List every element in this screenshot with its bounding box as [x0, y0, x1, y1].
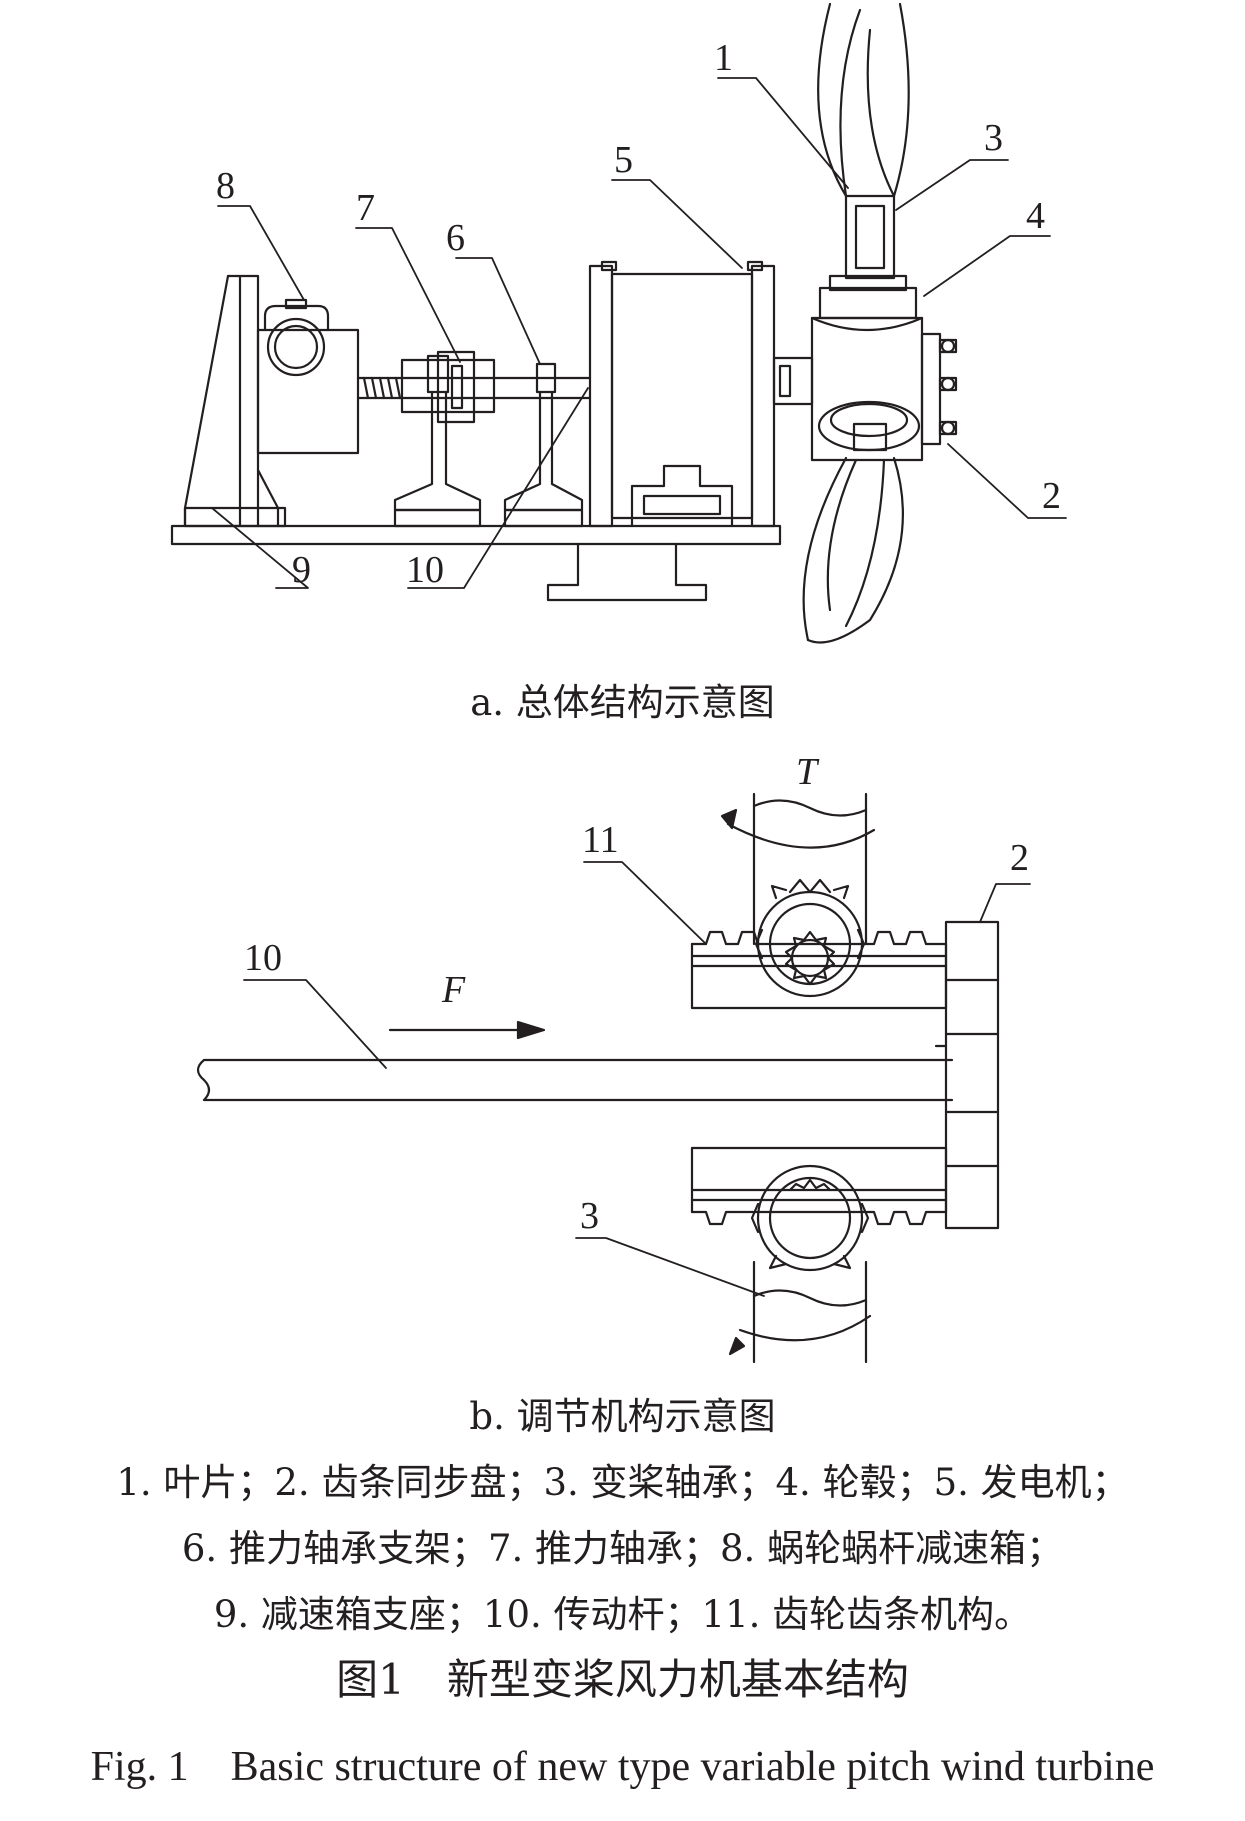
- gearbox-support: [183, 274, 287, 528]
- torque-arrow-top: [720, 808, 876, 849]
- worm-gearbox: [256, 298, 360, 455]
- upper-gear: [752, 792, 868, 998]
- blade-lower: [802, 456, 904, 644]
- base-pedestal: [546, 542, 708, 602]
- callout-b-10: 10: [244, 937, 282, 979]
- callout-a-6: 6: [446, 217, 465, 259]
- figure-title-cn: 图1 新型变桨风力机基本结构: [336, 1655, 909, 1704]
- hub: [810, 316, 958, 462]
- torque-arrow-bottom: [728, 1314, 872, 1356]
- pitch-ring-bottom: [817, 400, 921, 452]
- callout-a-2: 2: [1042, 475, 1061, 517]
- torque-label: T: [796, 751, 820, 793]
- callout-a-8: 8: [216, 165, 235, 207]
- caption-b: b. 调节机构示意图: [469, 1395, 776, 1438]
- legend-line-3: 9. 减速箱支座；10. 传动杆；11. 齿轮齿条机构。: [213, 1593, 1032, 1636]
- caption-a: a. 总体结构示意图: [470, 681, 775, 724]
- drive-rod: [196, 1058, 954, 1102]
- callout-a-3: 3: [984, 117, 1003, 159]
- rack-sync-plate: [934, 920, 1000, 1230]
- upper-rack: [690, 930, 948, 1010]
- legend-line-1: 1. 叶片；2. 齿条同步盘；3. 变桨轴承；4. 轮毂；5. 发电机；: [116, 1461, 1129, 1504]
- callout-a-7: 7: [356, 187, 375, 229]
- generator: [588, 260, 776, 528]
- callout-b-2: 2: [1010, 837, 1029, 879]
- thrust-bearing: [400, 350, 496, 424]
- pitch-bearing-top: [818, 194, 918, 320]
- callout-a-4: 4: [1026, 195, 1045, 237]
- bearing-stand-right: [503, 362, 584, 528]
- leader-lines-a: [211, 77, 1067, 589]
- force-arrow: [388, 1020, 546, 1040]
- base-plate: [170, 524, 782, 546]
- force-label: F: [441, 969, 466, 1011]
- figure-a-drawing: [170, 2, 1067, 644]
- leader-lines-b: [243, 861, 1031, 1297]
- callout-b-11: 11: [582, 819, 619, 861]
- lower-gear: [750, 1164, 870, 1364]
- callout-a-5: 5: [614, 139, 633, 181]
- callout-a-9: 9: [292, 549, 311, 591]
- figure-b-drawing: [196, 792, 1031, 1364]
- callout-a-10: 10: [406, 549, 444, 591]
- lower-rack: [690, 1146, 948, 1226]
- callout-b-3: 3: [580, 1195, 599, 1237]
- bearing-stand-left: [393, 354, 482, 528]
- figure-title-en: Fig. 1 Basic structure of new type varia…: [90, 1744, 1155, 1790]
- callout-a-1: 1: [714, 37, 733, 79]
- blade-upper: [817, 2, 910, 198]
- legend-line-2: 6. 推力轴承支架；7. 推力轴承；8. 蜗轮蜗杆减速箱；: [181, 1527, 1064, 1570]
